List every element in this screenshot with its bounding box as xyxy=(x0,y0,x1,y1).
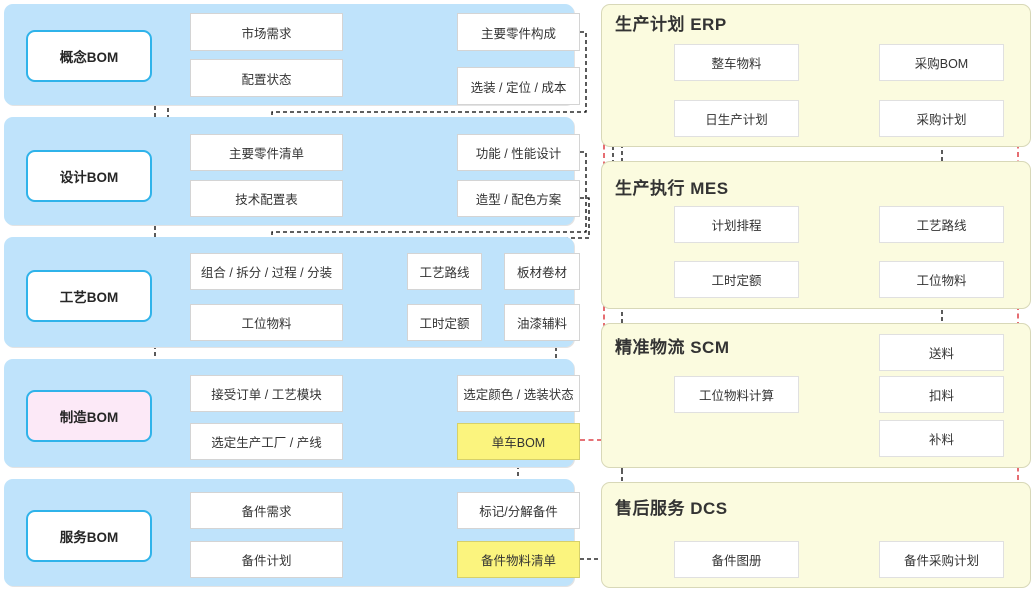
node-label: 工时定额 xyxy=(711,274,762,288)
node-config-status[interactable]: 配置状态 xyxy=(190,59,343,97)
node-label: 油漆辅料 xyxy=(516,317,567,331)
node-label: 工位物料 xyxy=(241,317,292,331)
bom-tag-label: 服务BOM xyxy=(59,530,119,545)
node-process-route-mes[interactable]: 工艺路线 xyxy=(879,206,1004,243)
system-title-mes: 生产执行 MES xyxy=(615,179,729,198)
node-label: 工时定额 xyxy=(419,317,470,331)
node-label: 组合 / 拆分 / 过程 / 分装 xyxy=(200,266,333,280)
node-station-material-calc[interactable]: 工位物料计算 xyxy=(674,376,799,413)
node-label: 选装 / 定位 / 成本 xyxy=(470,80,567,95)
node-label: 主要零件清单 xyxy=(228,147,304,161)
node-main-part-list[interactable]: 主要零件清单 xyxy=(190,134,343,171)
node-label: 造型 / 配色方案 xyxy=(475,193,562,207)
node-labor-quota-mes[interactable]: 工时定额 xyxy=(674,261,799,298)
node-label: 工艺路线 xyxy=(916,219,967,233)
node-purchase-plan[interactable]: 采购计划 xyxy=(879,100,1004,137)
node-label: 标记/分解备件 xyxy=(479,505,558,519)
bom-tag-manufacturing[interactable]: 制造BOM xyxy=(26,390,152,442)
node-label: 工艺路线 xyxy=(419,266,470,280)
node-label: 工位物料计算 xyxy=(698,389,774,403)
node-label: 配置状态 xyxy=(241,72,292,87)
node-market-demand[interactable]: 市场需求 xyxy=(190,13,343,51)
node-spare-part-purchase-plan[interactable]: 备件采购计划 xyxy=(879,541,1004,578)
node-station-material-mes[interactable]: 工位物料 xyxy=(879,261,1004,298)
bom-tag-concept[interactable]: 概念BOM xyxy=(26,30,152,82)
node-spare-part-catalog[interactable]: 备件图册 xyxy=(674,541,799,578)
bom-tag-label: 工艺BOM xyxy=(59,290,119,305)
bom-tag-label: 概念BOM xyxy=(59,50,119,65)
node-mark-decompose-spare-part[interactable]: 标记/分解备件 xyxy=(457,492,580,529)
bom-tag-service[interactable]: 服务BOM xyxy=(26,510,152,562)
node-station-material[interactable]: 工位物料 xyxy=(190,304,343,341)
node-tech-config-table[interactable]: 技术配置表 xyxy=(190,180,343,217)
node-spare-part-bom-list[interactable]: 备件物料清单 xyxy=(457,541,580,578)
node-label: 日生产计划 xyxy=(705,113,768,127)
node-option-position-cost[interactable]: 选装 / 定位 / 成本 xyxy=(457,67,580,105)
node-sheet-coil-material[interactable]: 板材卷材 xyxy=(504,253,580,290)
node-label: 采购BOM xyxy=(914,57,969,71)
node-label: 选定颜色 / 选装状态 xyxy=(463,388,574,402)
node-deduct-material[interactable]: 扣料 xyxy=(879,376,1004,413)
node-feed-material[interactable]: 送料 xyxy=(879,334,1004,371)
node-select-color-option-status[interactable]: 选定颜色 / 选装状态 xyxy=(457,375,580,412)
node-label: 市场需求 xyxy=(241,26,292,41)
node-purchase-bom[interactable]: 采购BOM xyxy=(879,44,1004,81)
node-main-part-composition[interactable]: 主要零件构成 xyxy=(457,13,580,51)
node-vehicle-material[interactable]: 整车物料 xyxy=(674,44,799,81)
bom-tag-process[interactable]: 工艺BOM xyxy=(26,270,152,322)
node-label: 备件物料清单 xyxy=(480,554,556,568)
node-daily-production-plan[interactable]: 日生产计划 xyxy=(674,100,799,137)
node-label: 单车BOM xyxy=(491,436,546,450)
node-label: 计划排程 xyxy=(711,219,762,233)
bom-tag-label: 制造BOM xyxy=(59,410,119,425)
system-title-dcs: 售后服务 DCS xyxy=(615,499,728,518)
node-labor-quota[interactable]: 工时定额 xyxy=(407,304,482,341)
node-accept-order-process-module[interactable]: 接受订单 / 工艺模块 xyxy=(190,375,343,412)
node-function-performance-design[interactable]: 功能 / 性能设计 xyxy=(457,134,580,171)
node-single-vehicle-bom[interactable]: 单车BOM xyxy=(457,423,580,460)
node-label: 板材卷材 xyxy=(516,266,567,280)
node-label: 选定生产工厂 / 产线 xyxy=(211,436,322,450)
node-label: 备件需求 xyxy=(241,505,292,519)
bom-tag-label: 设计BOM xyxy=(59,170,119,185)
node-label: 补料 xyxy=(928,433,954,447)
node-combine-split-process-subassembly[interactable]: 组合 / 拆分 / 过程 / 分装 xyxy=(190,253,343,290)
node-label: 接受订单 / 工艺模块 xyxy=(211,388,322,402)
node-label: 扣料 xyxy=(928,389,954,403)
node-label: 主要零件构成 xyxy=(480,26,556,41)
node-label: 采购计划 xyxy=(916,113,967,127)
node-process-route[interactable]: 工艺路线 xyxy=(407,253,482,290)
node-replenish-material[interactable]: 补料 xyxy=(879,420,1004,457)
node-label: 整车物料 xyxy=(711,57,762,71)
system-title-scm: 精准物流 SCM xyxy=(615,338,730,357)
node-paint-auxiliary[interactable]: 油漆辅料 xyxy=(504,304,580,341)
node-label: 备件计划 xyxy=(241,554,292,568)
bom-tag-design[interactable]: 设计BOM xyxy=(26,150,152,202)
node-label: 功能 / 性能设计 xyxy=(475,147,562,161)
node-label: 送料 xyxy=(928,347,954,361)
node-spare-part-plan[interactable]: 备件计划 xyxy=(190,541,343,578)
node-select-plant-line[interactable]: 选定生产工厂 / 产线 xyxy=(190,423,343,460)
node-spare-part-demand[interactable]: 备件需求 xyxy=(190,492,343,529)
node-label: 备件图册 xyxy=(711,554,762,568)
node-label: 技术配置表 xyxy=(235,193,298,207)
node-styling-color-scheme[interactable]: 造型 / 配色方案 xyxy=(457,180,580,217)
system-title-erp: 生产计划 ERP xyxy=(615,15,727,34)
node-label: 备件采购计划 xyxy=(903,554,979,568)
node-label: 工位物料 xyxy=(916,274,967,288)
node-plan-scheduling[interactable]: 计划排程 xyxy=(674,206,799,243)
